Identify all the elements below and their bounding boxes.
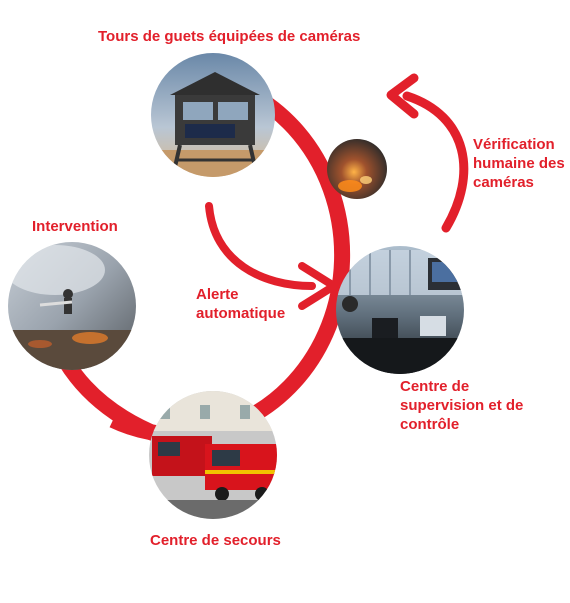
label-intervention: Intervention: [32, 218, 118, 235]
alert-arrow: [205, 202, 316, 290]
watchtower-photo-icon: [151, 53, 275, 177]
firefighting-smoke-photo-icon: [8, 242, 136, 370]
alert-arrow-head: [298, 262, 338, 310]
label-rescue: Centre de secours: [150, 532, 281, 549]
label-verification: Vérification humaine des caméras: [473, 136, 565, 191]
control-room-photo-icon: [336, 246, 464, 374]
forest-fire-photo-icon: [327, 139, 387, 199]
label-tower: Tours de guets équipées de caméras: [98, 28, 361, 45]
label-alert-arrow: Alerte automatique: [196, 286, 286, 322]
label-control: Centre de supervision et de contrôle: [400, 378, 524, 433]
fire-trucks-photo-icon: [149, 391, 277, 519]
verification-arrow-head: [386, 73, 419, 119]
cycle-ring-left: [58, 355, 164, 444]
verification-arrow: [402, 91, 469, 233]
